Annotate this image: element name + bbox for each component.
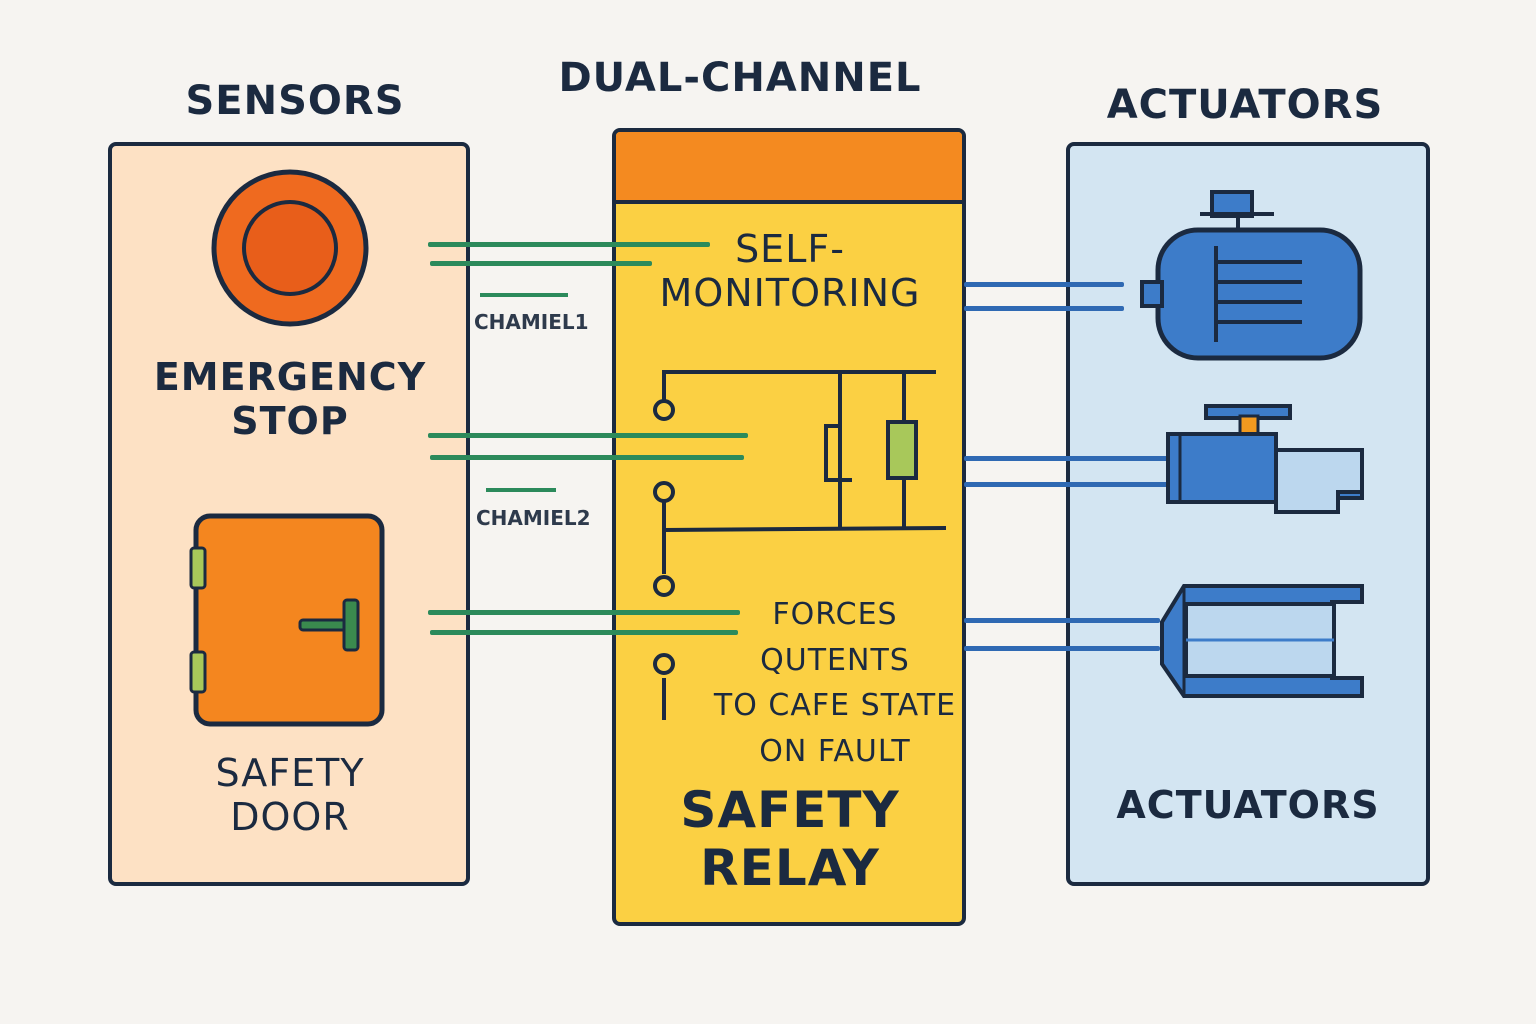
safety-relay-title: SAFETY RELAY <box>680 781 900 897</box>
cylinder-wire-b <box>964 646 1160 651</box>
channel-1-tick <box>480 293 568 297</box>
motor-wire-b <box>964 306 1124 311</box>
channel-1-label: CHAMIEL1 <box>474 310 589 334</box>
forces-note-label: FORCES QUTENTS TO CAFE STATE ON FAULT <box>713 597 957 769</box>
valve-wire-a <box>964 456 1170 461</box>
door-wire-a <box>428 610 740 615</box>
channel-1-wire-b <box>430 261 652 266</box>
channel-2-wire-a <box>428 433 748 438</box>
self-monitoring-label: SELF- MONITORING <box>659 227 921 315</box>
emergency-stop-label: EMERGENCY STOP <box>153 355 427 443</box>
emergency-stop-icon <box>211 169 369 327</box>
safety-relay-panel <box>612 128 966 926</box>
sensors-heading: SENSORS <box>185 78 405 124</box>
motor-icon <box>1140 190 1363 361</box>
safety-door-label: SAFETY DOOR <box>215 751 365 839</box>
relay-circuit-icon <box>653 370 947 720</box>
actuators-heading: ACTUATORS <box>1106 82 1384 128</box>
channel-1-wire-a <box>428 242 710 247</box>
channel-2-label: CHAMIEL2 <box>476 506 591 530</box>
motor-wire-a <box>964 282 1124 287</box>
cylinder-icon <box>1160 584 1364 698</box>
cylinder-wire-a <box>964 618 1160 623</box>
safety-door-icon <box>189 513 385 727</box>
dual-channel-heading: DUAL-CHANNEL <box>558 55 922 101</box>
actuators-label: ACTUATORS <box>1116 783 1380 827</box>
relay-header-bar <box>616 132 962 204</box>
valve-wire-b <box>964 482 1170 487</box>
door-wire-b <box>430 630 738 635</box>
channel-2-tick <box>486 488 556 492</box>
valve-icon <box>1166 404 1364 514</box>
channel-2-wire-b <box>430 455 744 460</box>
